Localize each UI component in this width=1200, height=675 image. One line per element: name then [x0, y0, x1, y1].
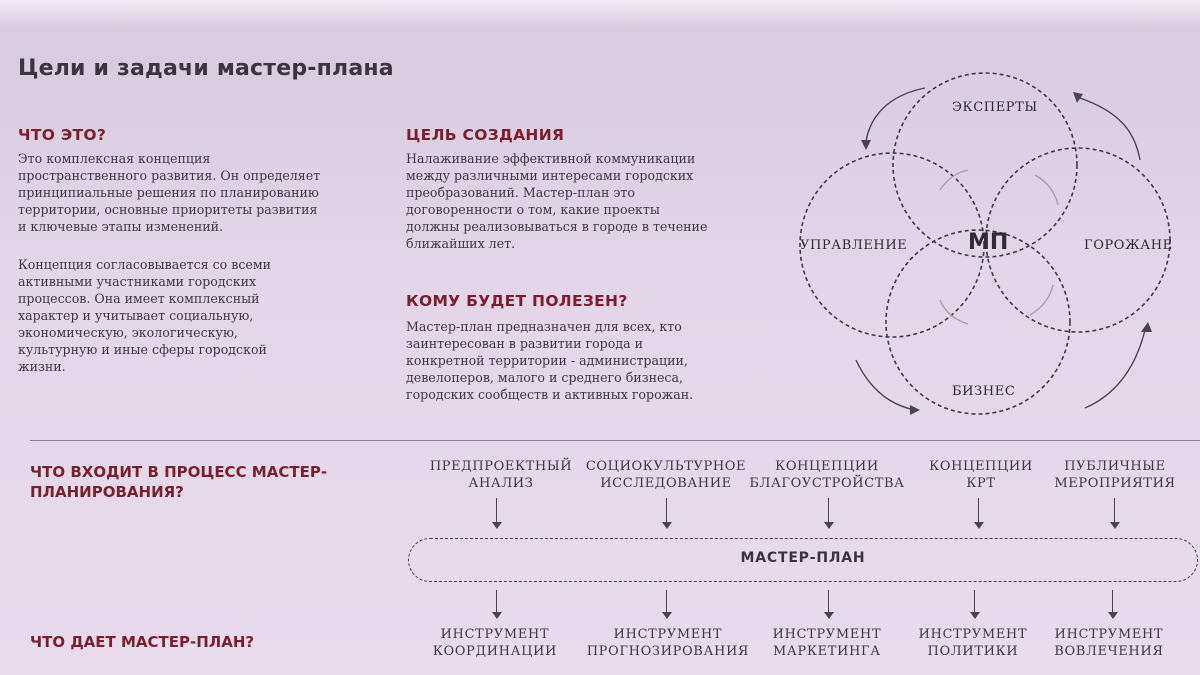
process-step-5: ПУБЛИЧНЫЕ МЕРОПРИЯТИЯ [1054, 459, 1176, 491]
cycle-arrow-bottom-left [855, 359, 916, 411]
goal-heading: ЦЕЛЬ СОЗДАНИЯ [406, 126, 565, 144]
venn-label-business: БИЗНЕС [952, 384, 1016, 399]
tool-engagement: ИНСТРУМЕНТ ВОВЛЕЧЕНИЯ [1054, 627, 1164, 659]
venn-center-label: МП [968, 230, 1009, 255]
tool-coordination: ИНСТРУМЕНТ КООРДИНАЦИИ [432, 627, 558, 659]
cycle-arrow-bottom-right [1084, 329, 1146, 409]
cycle-arrowhead-bottom-left [910, 405, 920, 415]
cycle-arrow-top-right [1079, 97, 1141, 161]
goal-paragraph: Налаживание эффективной коммуникации меж… [406, 151, 708, 251]
process-step-4: КОНЦЕПЦИИ КРТ [929, 459, 1033, 491]
venn-label-management: УПРАВЛЕНИЕ [800, 238, 908, 253]
process-step-1: ПРЕДПРОЕКТНЫЙ АНАЛИЗ [429, 459, 573, 491]
what-is-paragraph-2: Концепция согласовывается со всеми актив… [18, 257, 272, 374]
tool-forecasting: ИНСТРУМЕНТ ПРОГНОЗИРОВАНИЯ [586, 627, 750, 659]
tool-politics: ИНСТРУМЕНТ ПОЛИТИКИ [918, 627, 1028, 659]
inner-arc-4 [1029, 284, 1054, 316]
process-step-2: СОЦИОКУЛЬТУРНОЕ ИССЛЕДОВАНИЕ [585, 459, 747, 491]
cycle-arrowhead-bottom-right [1141, 322, 1152, 332]
cycle-arrow-top-left [865, 87, 926, 143]
what-is-paragraph-1: Это комплексная концепция пространственн… [18, 151, 321, 234]
what-is-heading: ЧТО ЭТО? [18, 126, 107, 144]
venn-label-experts: ЭКСПЕРТЫ [952, 100, 1038, 115]
venn-label-citizens: ГОРОЖАНЕ [1084, 238, 1173, 253]
stakeholder-venn-diagram: ЭКСПЕРТЫ УПРАВЛЕНИЕ ГОРОЖАНЕ БИЗНЕС МП [790, 70, 1195, 424]
useful-paragraph: Мастер-план предназначен для всех, кто з… [406, 319, 694, 402]
useful-heading: КОМУ БУДЕТ ПОЛЕЗЕН? [406, 292, 628, 310]
venn-circle-business [885, 229, 1071, 415]
inner-arc-2 [1034, 174, 1059, 206]
inner-arc-1 [939, 169, 969, 191]
top-band [0, 0, 1200, 30]
process-question: ЧТО ВХОДИТ В ПРОЦЕСС МАСТЕР- ПЛАНИРОВАНИ… [30, 463, 328, 501]
venn-circle-citizens [985, 147, 1171, 333]
venn-circle-management [799, 152, 985, 338]
master-plan-bar-label: МАСТЕР-ПЛАН [740, 550, 866, 566]
venn-circle-experts [892, 72, 1078, 258]
venn-svg [799, 72, 1171, 415]
inner-arc-3 [939, 299, 969, 325]
page-title: Цели и задачи мастер-плана [18, 56, 394, 81]
master-plan-bar [408, 538, 1198, 582]
gives-question: ЧТО ДАЕТ МАСТЕР-ПЛАН? [30, 633, 255, 651]
process-step-3: КОНЦЕПЦИИ БЛАГОУСТРОЙСТВА [749, 459, 905, 491]
tool-marketing: ИНСТРУМЕНТ МАРКЕТИНГА [772, 627, 882, 659]
cycle-arrowhead-top-right [1073, 92, 1083, 103]
section-divider [30, 440, 1200, 441]
cycle-arrowhead-top-left [861, 140, 871, 150]
